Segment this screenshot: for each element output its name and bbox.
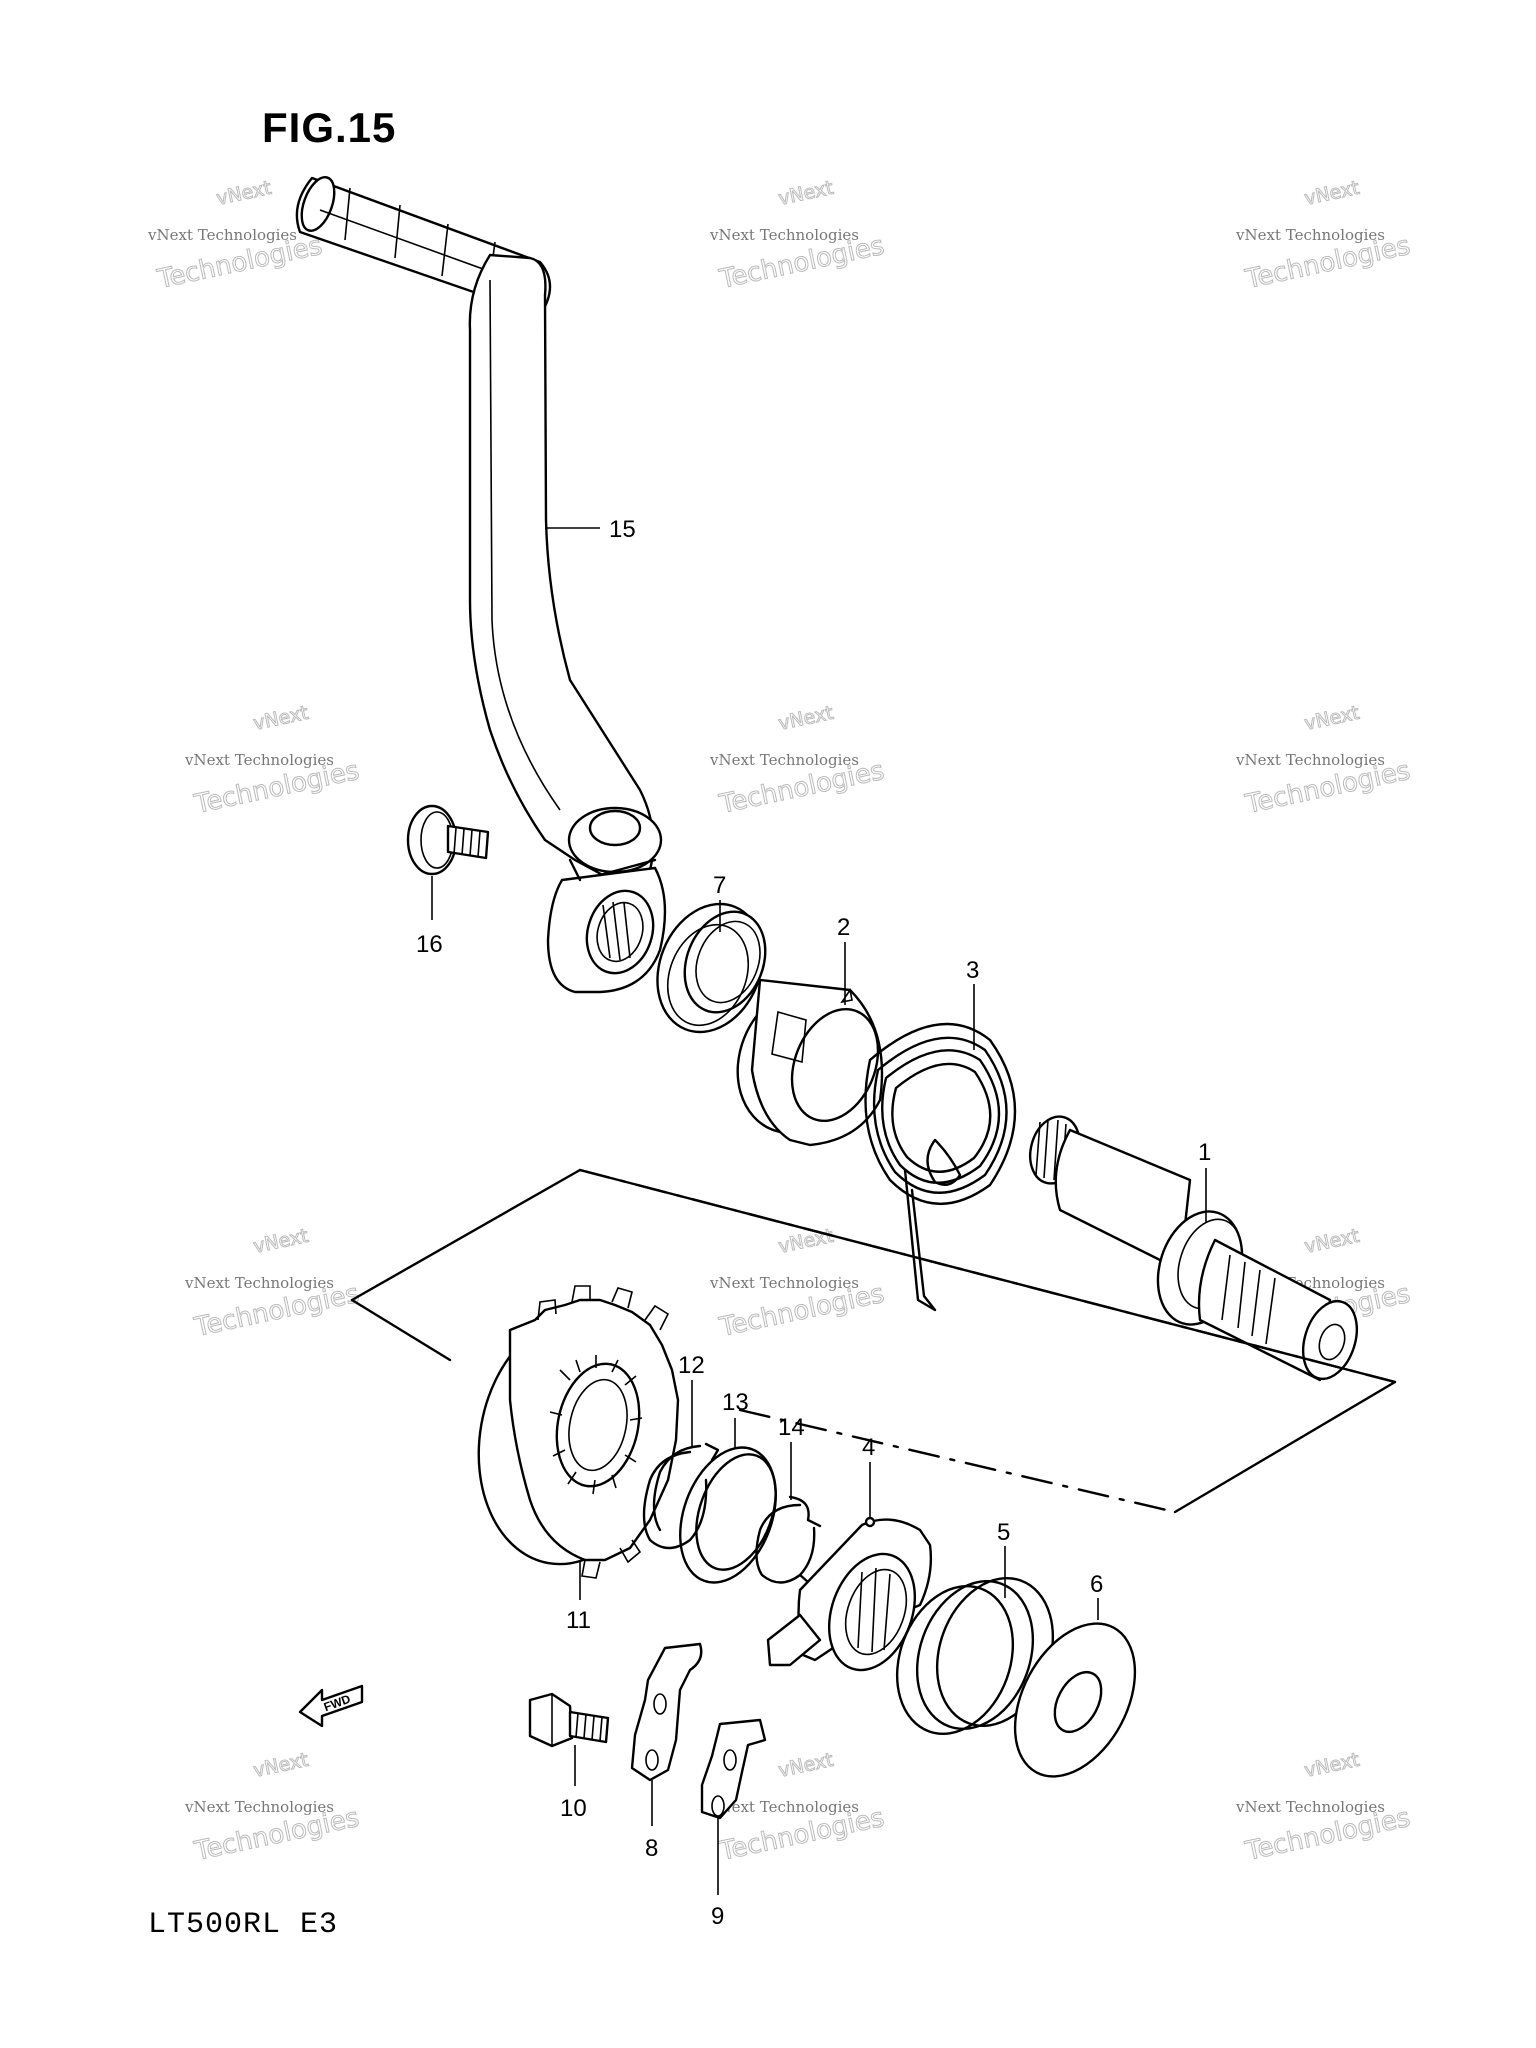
svg-text:vNext Technologies: vNext Technologies xyxy=(184,1274,334,1292)
svg-text:vNext: vNext xyxy=(1302,1225,1361,1258)
svg-text:vNext Technologies: vNext Technologies xyxy=(1235,226,1385,244)
watermark: vNext vNext Technologies Technologies xyxy=(184,1224,362,1343)
watermark: vNext vNext Technologies Technologies xyxy=(709,701,887,820)
callout-11: 11 xyxy=(566,1607,591,1634)
watermark: vNext vNext Technologies Technologies xyxy=(184,701,362,820)
callout-7: 7 xyxy=(713,872,726,899)
watermark: vNext vNext Technologies Technologies xyxy=(709,176,887,295)
callout-6: 6 xyxy=(1090,1571,1103,1598)
svg-text:vNext: vNext xyxy=(776,702,835,735)
svg-text:vNext: vNext xyxy=(251,702,310,735)
watermark: vNext vNext Technologies Technologies xyxy=(1235,701,1413,820)
callout-10: 10 xyxy=(560,1795,587,1822)
svg-text:vNext: vNext xyxy=(776,177,835,210)
part-10-bolt[interactable] xyxy=(528,1692,610,1748)
fwd-arrow-icon: FWD xyxy=(298,1684,364,1728)
figure-title: FIG.15 xyxy=(262,104,397,151)
svg-text:vNext Technologies: vNext Technologies xyxy=(1235,751,1385,769)
callout-14: 14 xyxy=(778,1414,805,1441)
svg-text:vNext: vNext xyxy=(251,1225,310,1258)
part-14-circlip[interactable] xyxy=(755,1495,822,1584)
callout-4: 4 xyxy=(862,1434,875,1461)
callout-9: 9 xyxy=(711,1903,724,1930)
callout-16: 16 xyxy=(416,931,443,958)
callout-8: 8 xyxy=(645,1835,658,1862)
svg-text:vNext Technologies: vNext Technologies xyxy=(709,226,859,244)
callout-labels: 15 7 2 3 1 16 12 13 14 4 5 6 11 10 8 9 xyxy=(416,516,1211,1930)
callout-12: 12 xyxy=(678,1352,705,1379)
svg-text:vNext Technologies: vNext Technologies xyxy=(709,751,859,769)
watermark: vNext vNext Technologies Technologies xyxy=(147,176,325,295)
watermark: vNext vNext Technologies Technologies xyxy=(184,1748,362,1867)
svg-text:vNext Technologies: vNext Technologies xyxy=(147,226,297,244)
part-15-kick-lever[interactable] xyxy=(295,173,667,994)
part-12-circlip[interactable] xyxy=(642,1442,720,1550)
part-16-bolt[interactable] xyxy=(406,804,490,876)
callout-13: 13 xyxy=(722,1389,749,1416)
model-code: LT500RL E3 xyxy=(148,1908,339,1942)
part-13-washer[interactable] xyxy=(663,1434,794,1596)
svg-text:vNext: vNext xyxy=(214,177,273,210)
svg-text:vNext: vNext xyxy=(1302,1749,1361,1782)
assembly-plane-outline xyxy=(350,1168,1397,1514)
part-9-guide-plate[interactable] xyxy=(700,1718,767,1820)
callout-5: 5 xyxy=(997,1519,1010,1546)
part-8-guide-plate[interactable] xyxy=(630,1642,703,1782)
part-4-ratchet[interactable] xyxy=(766,1516,933,1682)
svg-text:vNext: vNext xyxy=(1302,177,1361,210)
callout-1: 1 xyxy=(1198,1139,1211,1166)
svg-text:vNext: vNext xyxy=(1302,702,1361,735)
watermark: vNext vNext Technologies Technologies xyxy=(1235,176,1413,295)
part-3-return-spring[interactable] xyxy=(864,1022,1017,1312)
callout-15: 15 xyxy=(609,516,636,543)
part-6-washer[interactable] xyxy=(991,1603,1160,1797)
part-2-spring-guide[interactable] xyxy=(716,968,894,1152)
svg-text:vNext Technologies: vNext Technologies xyxy=(184,1798,334,1816)
part-11-driven-gear[interactable] xyxy=(460,1285,681,1579)
part-7-oil-seal[interactable] xyxy=(639,888,781,1048)
watermark: vNext vNext Technologies Technologies xyxy=(1235,1748,1413,1867)
leader-lines xyxy=(431,527,1207,1895)
callout-2: 2 xyxy=(837,914,850,941)
part-1-starter-shaft[interactable] xyxy=(1023,1111,1366,1386)
svg-text:vNext Technologies: vNext Technologies xyxy=(184,751,334,769)
svg-text:vNext: vNext xyxy=(251,1749,310,1782)
svg-text:vNext: vNext xyxy=(776,1749,835,1782)
svg-text:vNext Technologies: vNext Technologies xyxy=(709,1274,859,1292)
callout-3: 3 xyxy=(966,957,979,984)
svg-text:vNext Technologies: vNext Technologies xyxy=(1235,1798,1385,1816)
svg-text:vNext Technologies: vNext Technologies xyxy=(709,1798,859,1816)
